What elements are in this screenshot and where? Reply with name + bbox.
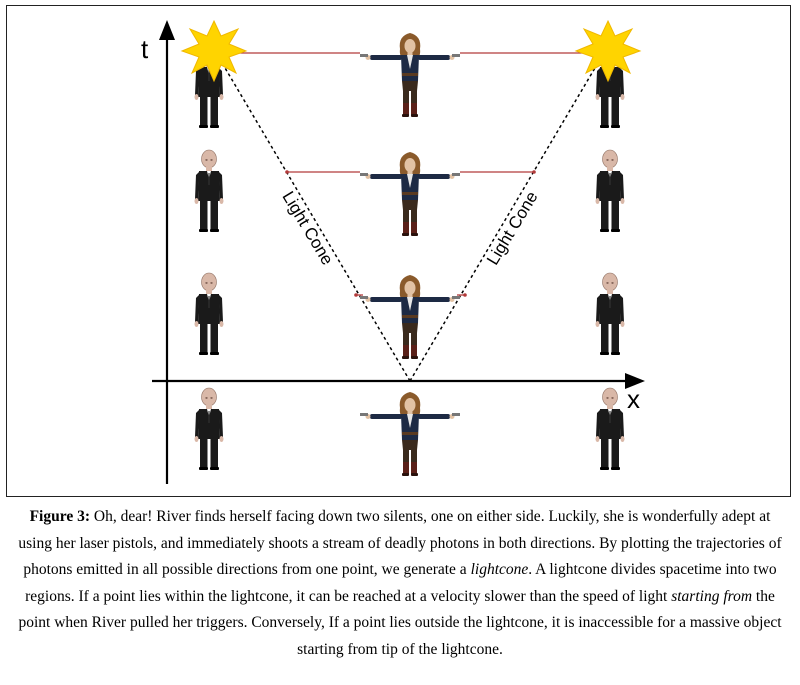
caption-label: Figure 3:	[29, 508, 91, 525]
left-light-cone-label: Light Cone	[278, 188, 337, 268]
river-figure	[360, 275, 460, 359]
figure-caption: Figure 3: Oh, dear! River finds herself …	[18, 504, 782, 664]
river-figure	[360, 152, 460, 236]
silent-right-figure	[595, 387, 625, 471]
caption-text: . A lightcone divides spacetime into two…	[25, 561, 777, 605]
caption-text: the point when River pulled her triggers…	[18, 587, 782, 658]
caption-term-lightcone: lightcone	[470, 561, 529, 579]
silent-left-figure	[194, 387, 224, 471]
silent-right-figure	[595, 149, 625, 233]
explosion-left-icon	[181, 20, 247, 82]
time-axis	[159, 20, 175, 484]
space-axis-label: x	[627, 384, 640, 414]
time-axis-label: t	[141, 34, 149, 64]
caption-term-starting-from: starting from	[671, 587, 753, 605]
space-axis	[152, 373, 645, 389]
explosion-right-icon	[575, 20, 641, 82]
river-figure	[360, 392, 460, 476]
river-figure	[360, 33, 460, 117]
photon-beams	[235, 52, 589, 297]
right-light-cone-label: Light Cone	[483, 188, 542, 268]
caption-text: Oh, dear! River finds herself facing dow…	[18, 508, 782, 579]
silent-left-figure	[194, 272, 224, 356]
spacetime-diagram: t x Light Cone Light Cone	[141, 20, 645, 484]
figure-frame: t x Light Cone Light Cone	[6, 5, 791, 497]
right-light-cone-line	[409, 50, 606, 382]
silent-left-figure	[194, 149, 224, 233]
left-light-cone-line	[214, 50, 411, 382]
silent-right-figure	[595, 272, 625, 356]
